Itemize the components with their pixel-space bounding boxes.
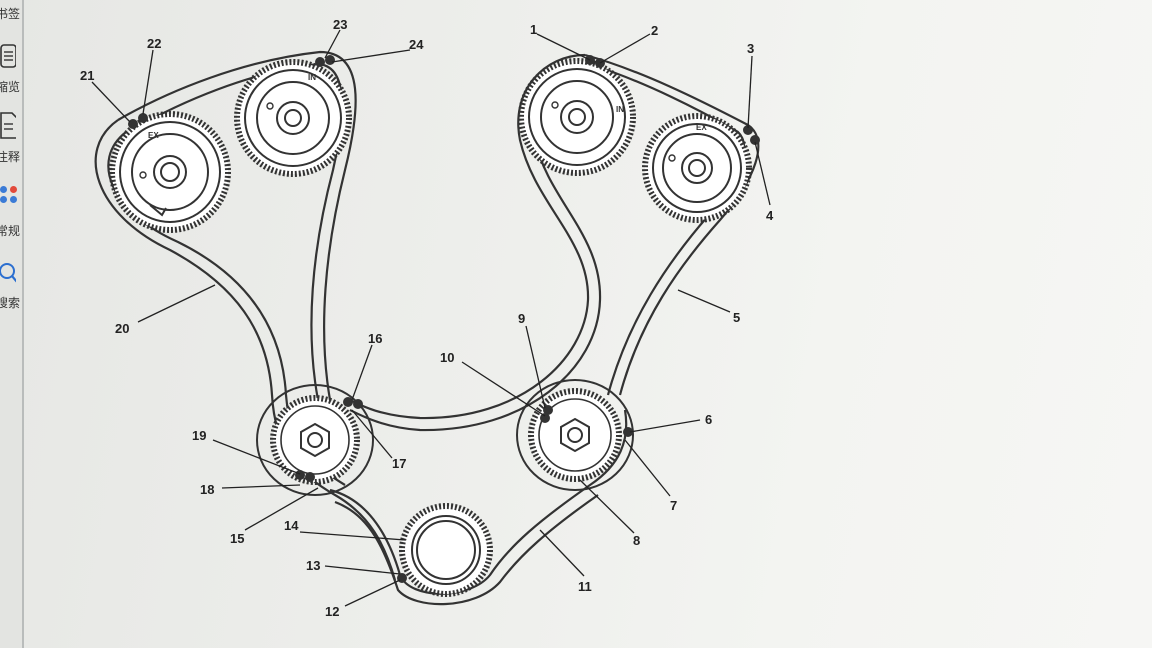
- left-idler-sprocket: [270, 395, 360, 485]
- sidebar-item-search[interactable]: 搜索: [0, 294, 20, 311]
- callout-24: 24: [409, 37, 424, 52]
- callout-14: 14: [284, 518, 299, 533]
- intake-cam-sprocket-right: IN: [518, 58, 636, 176]
- callout-4: 4: [766, 208, 774, 223]
- search-icon[interactable]: [0, 262, 16, 288]
- callout-2: 2: [651, 23, 658, 38]
- callout-19: 19: [192, 428, 206, 443]
- callout-22: 22: [147, 36, 161, 51]
- cam-mark-in-right: IN: [616, 105, 624, 114]
- thumbnail-label: 缩览: [0, 80, 21, 94]
- callout-9: 9: [518, 311, 525, 326]
- callout-17: 17: [392, 456, 406, 471]
- callout-5: 5: [733, 310, 740, 325]
- right-idler-sprocket: [528, 388, 622, 482]
- callout-21: 21: [80, 68, 94, 83]
- callout-numbers: 1 2 3 4 5 6 7 8 9 10 11 12 13 14 15 16 1…: [80, 17, 774, 619]
- cam-mark-ex-left: EX: [148, 131, 159, 140]
- callout-23: 23: [333, 17, 347, 32]
- intake-cam-sprocket-left: IN: [234, 59, 352, 177]
- callout-10: 10: [440, 350, 454, 365]
- exhaust-cam-sprocket-right: EX: [642, 113, 752, 223]
- callout-6: 6: [705, 412, 712, 427]
- callout-13: 13: [306, 558, 320, 573]
- crankshaft-sprocket: [399, 503, 493, 597]
- bookmark-label: 书签: [0, 7, 21, 21]
- callout-15: 15: [230, 531, 244, 546]
- annotation-icon[interactable]: [0, 112, 16, 140]
- search-label: 搜索: [0, 296, 21, 310]
- sidebar-item-annotations[interactable]: 注释: [0, 148, 20, 165]
- apps-icon[interactable]: [0, 186, 20, 210]
- sidebar-item-bookmarks[interactable]: 书签: [0, 5, 20, 22]
- sidebar-item-thumbnails[interactable]: 缩览: [0, 78, 20, 95]
- sidebar-item-general[interactable]: 常规: [0, 222, 20, 239]
- exhaust-cam-sprocket-left: EX: [109, 111, 231, 233]
- cam-mark-in-left: IN: [308, 73, 316, 82]
- general-label: 常规: [0, 224, 21, 238]
- callout-16: 16: [368, 331, 382, 346]
- viewer-sidebar: 书签 缩览 注释 常规 搜索: [0, 0, 24, 648]
- callout-1: 1: [530, 22, 537, 37]
- callout-3: 3: [747, 41, 754, 56]
- callout-20: 20: [115, 321, 129, 336]
- callout-7: 7: [670, 498, 677, 513]
- cam-mark-ex-right: EX: [696, 123, 707, 132]
- callout-11: 11: [578, 579, 592, 594]
- callout-18: 18: [200, 482, 214, 497]
- callout-12: 12: [325, 604, 339, 619]
- thumbnail-icon[interactable]: [0, 44, 16, 70]
- annotation-label: 注释: [0, 150, 21, 164]
- callout-8: 8: [633, 533, 640, 548]
- leader-lines: [91, 29, 771, 607]
